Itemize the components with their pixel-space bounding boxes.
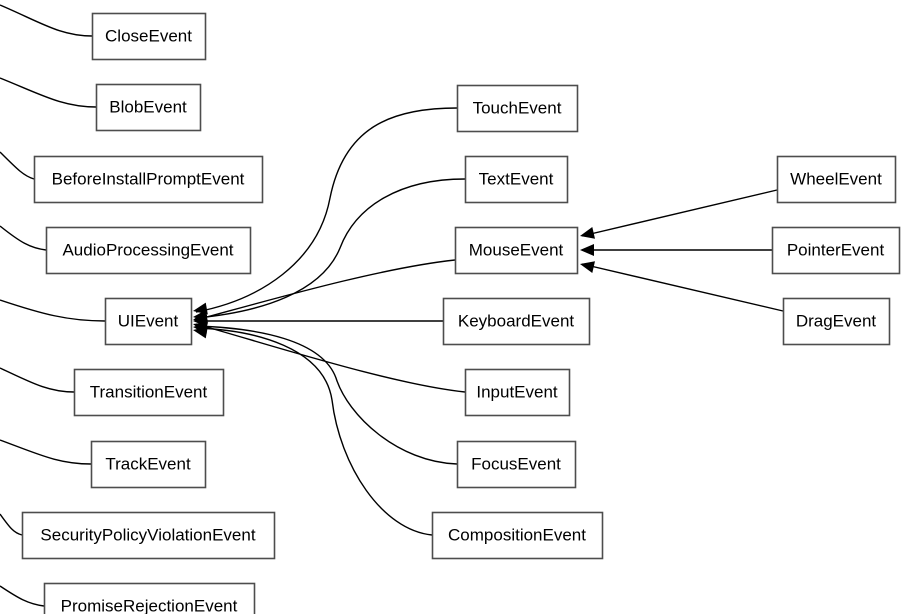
node-blobevent[interactable]: BlobEvent [95,83,202,132]
node-box-blobevent[interactable] [95,83,202,132]
node-uievent[interactable]: UIEvent [104,297,193,346]
edge-audioprocessingevent-to-event [0,225,47,251]
node-box-trackevent[interactable] [90,440,207,489]
node-wheelevent[interactable]: WheelEvent [776,155,897,204]
node-audioprocessingevent[interactable]: AudioProcessingEvent [45,226,252,275]
node-transitionevent[interactable]: TransitionEvent [73,368,225,417]
node-box-uievent[interactable] [104,297,193,346]
node-focusevent[interactable]: FocusEvent [456,440,577,489]
edge-compositionevent-to-uievent [195,327,433,536]
edge-trackevent-to-event [0,439,92,465]
node-textevent[interactable]: TextEvent [464,155,569,204]
node-box-transitionevent[interactable] [73,368,225,417]
edge-touchevent-to-uievent [195,107,458,313]
edge-dragevent-to-mouseevent [581,263,784,312]
edge-focusevent-to-uievent [195,325,458,465]
edge-securitypolicyviolationevent-to-event [0,513,23,536]
edge-textevent-to-uievent [195,178,466,319]
edge-inputevent-to-uievent [195,323,466,393]
node-keyboardevent[interactable]: KeyboardEvent [442,297,591,346]
nodes-layer: CloseEventBlobEventBeforeInstallPromptEv… [21,12,901,614]
edges-layer [0,4,784,607]
node-beforeinstallpromptevent[interactable]: BeforeInstallPromptEvent [33,155,264,204]
node-touchevent[interactable]: TouchEvent [456,84,579,133]
edge-promiserejectionevent-to-event [0,585,45,607]
edge-closeevent-to-event [0,4,93,37]
node-compositionevent[interactable]: CompositionEvent [431,511,604,560]
node-mouseevent[interactable]: MouseEvent [454,226,579,275]
edge-uievent-to-event [0,299,106,322]
node-box-beforeinstallpromptevent[interactable] [33,155,264,204]
arrowhead-mouseevent-2 [580,244,594,256]
arrowhead-mouseevent-1 [580,227,595,239]
node-box-mouseevent[interactable] [454,226,579,275]
node-box-textevent[interactable] [464,155,569,204]
node-trackevent[interactable]: TrackEvent [90,440,207,489]
edge-transitionevent-to-event [0,367,75,393]
node-box-inputevent[interactable] [464,368,571,417]
node-box-audioprocessingevent[interactable] [45,226,252,275]
node-box-securitypolicyviolationevent[interactable] [21,511,276,560]
node-inputevent[interactable]: InputEvent [464,368,571,417]
edge-mouseevent-to-uievent [195,259,456,321]
node-box-touchevent[interactable] [456,84,579,133]
edge-wheelevent-to-mouseevent [581,189,778,237]
node-pointerevent[interactable]: PointerEvent [771,226,901,275]
node-dragevent[interactable]: DragEvent [782,297,891,346]
node-box-compositionevent[interactable] [431,511,604,560]
edge-beforeinstallpromptevent-to-event [0,151,35,180]
node-securitypolicyviolationevent[interactable]: SecurityPolicyViolationEvent [21,511,276,560]
arrowhead-uievent-7 [193,326,208,339]
node-box-wheelevent[interactable] [776,155,897,204]
node-box-keyboardevent[interactable] [442,297,591,346]
arrowheads-layer [193,227,595,339]
node-box-dragevent[interactable] [782,297,891,346]
node-closeevent[interactable]: CloseEvent [91,12,207,61]
node-box-closeevent[interactable] [91,12,207,61]
arrowhead-mouseevent-3 [580,261,595,273]
node-box-promiserejectionevent[interactable] [43,582,256,614]
node-box-pointerevent[interactable] [771,226,901,275]
edge-blobevent-to-event [0,77,97,108]
node-box-focusevent[interactable] [456,440,577,489]
node-promiserejectionevent[interactable]: PromiseRejectionEvent [43,582,256,614]
